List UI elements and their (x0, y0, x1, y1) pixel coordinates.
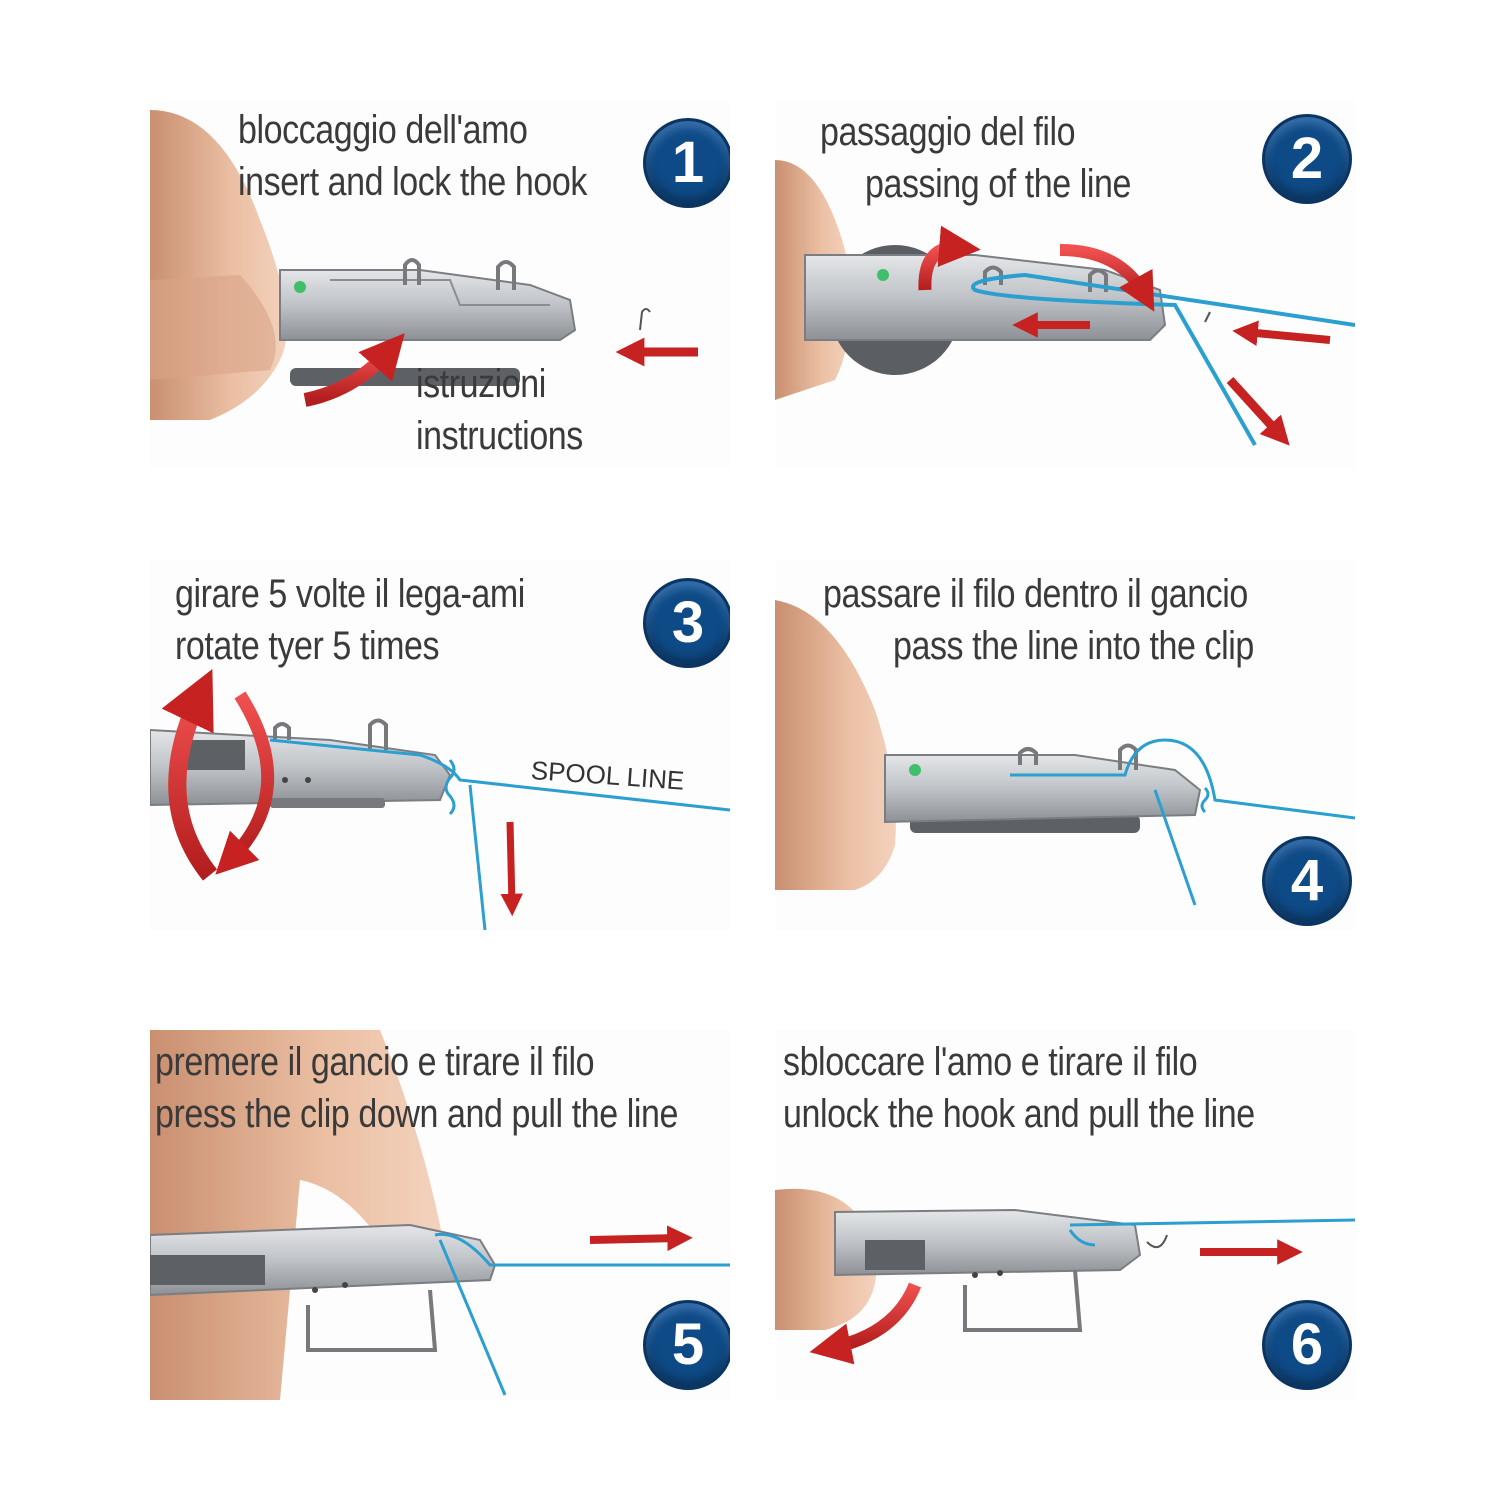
caption-english: pass the line into the clip (893, 624, 1254, 668)
hook-icon (1146, 1234, 1168, 1249)
caption-italian: bloccaggio dell'amo (238, 108, 528, 152)
rotate-arrow-icon (918, 225, 981, 291)
hook-tyer-tool (804, 254, 1167, 341)
finger-icon (775, 600, 896, 890)
step-2-illustration (775, 160, 1355, 446)
fishing-line (434, 1232, 730, 1267)
step-3-illustration (150, 668, 730, 930)
label-italian: istruzioni (416, 362, 546, 406)
arrow-icon (809, 1282, 922, 1365)
step-4-panel: passare il filo dentro il gancio pass th… (775, 560, 1355, 930)
step-5-panel: premere il gancio e tirare il filo press… (150, 1030, 730, 1400)
rotate-arrow-icon (215, 691, 275, 875)
caption-italian: premere il gancio e tirare il filo (155, 1040, 595, 1084)
step-1-panel: bloccaggio dell'amo insert and lock the … (150, 100, 730, 470)
hook-icon (639, 308, 651, 331)
hook-tyer-tool (884, 754, 1202, 824)
caption-italian: girare 5 volte il lega-ami (175, 572, 525, 616)
fishing-line (1010, 738, 1355, 820)
step-number-badge: 4 (1262, 836, 1352, 926)
caption-english: passing of the line (865, 162, 1132, 206)
label-english: instructions (416, 414, 583, 458)
green-indicator (294, 281, 306, 293)
step-6-panel: sbloccare l'amo e tirare il filo unlock … (775, 1030, 1355, 1400)
step-number-badge: 3 (643, 578, 730, 668)
fishing-line (1069, 1218, 1355, 1227)
arrow-icon (1059, 244, 1155, 312)
step-1-illustration (150, 110, 698, 420)
arrow-icon (1226, 376, 1290, 446)
caption-english: unlock the hook and pull the line (783, 1092, 1255, 1136)
hook-tyer-tool (279, 269, 577, 341)
finger-icon (150, 1030, 441, 1400)
green-indicator (877, 269, 889, 281)
arrow-icon (1232, 320, 1331, 346)
step-2-panel: passaggio del filo passing of the line 2 (775, 100, 1355, 470)
caption-italian: passare il filo dentro il gancio (823, 572, 1248, 616)
arrow-icon (303, 333, 405, 407)
caption-italian: passaggio del filo (820, 110, 1076, 154)
caption-english: press the clip down and pull the line (155, 1092, 678, 1136)
rotate-arrow-icon (161, 668, 218, 881)
arrow-icon (500, 821, 523, 917)
step-6-illustration (775, 1188, 1355, 1365)
fishing-line (971, 272, 1355, 446)
caption-italian: sbloccare l'amo e tirare il filo (783, 1040, 1198, 1084)
step-number-badge: 2 (1262, 114, 1352, 204)
caption-english: rotate tyer 5 times (175, 624, 440, 668)
step-5-illustration (150, 1030, 730, 1400)
caption-english: insert and lock the hook (238, 160, 587, 204)
arrow-icon (589, 1225, 693, 1252)
green-indicator (909, 764, 921, 776)
fishing-line (269, 738, 730, 812)
step-3-panel: girare 5 volte il lega-ami rotate tyer 5… (150, 560, 730, 930)
step-number-badge: 5 (643, 1300, 730, 1390)
step-number-badge: 6 (1262, 1300, 1352, 1390)
step-number-badge: 1 (643, 118, 730, 208)
step-4-illustration (775, 600, 1355, 906)
